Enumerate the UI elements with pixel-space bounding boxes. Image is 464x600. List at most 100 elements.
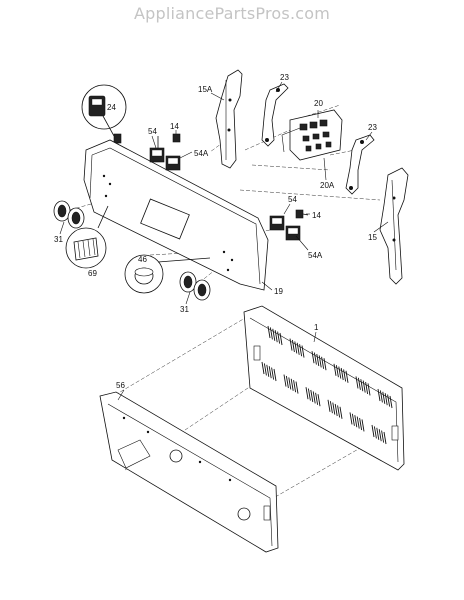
label-54-upper: 54: [148, 127, 157, 136]
vent-slot: [354, 415, 358, 428]
vent-slot: [343, 369, 347, 382]
vent-slot: [293, 380, 297, 393]
label-14-upper: 14: [170, 122, 179, 131]
label-31-left: 31: [54, 235, 63, 244]
vent-slot: [307, 388, 311, 401]
vent-slot: [382, 391, 386, 404]
label-20A: 20A: [320, 181, 335, 190]
vent-slot: [349, 412, 353, 425]
label-15: 15: [368, 233, 377, 242]
rear-panel-1: [243, 305, 405, 471]
infinite-switch-54-upper: [149, 136, 165, 163]
vent-slot: [316, 353, 320, 367]
vent-slot: [311, 351, 315, 364]
vent-slot: [279, 332, 283, 346]
vent-slot: [299, 344, 303, 357]
side-bracket-15: [379, 167, 409, 285]
vent-slot: [355, 376, 359, 389]
vent-slot: [321, 356, 325, 369]
vent-slot: [345, 370, 349, 383]
vent-slot: [339, 406, 343, 419]
vent-slot: [274, 330, 278, 343]
label-23-lower: 23: [368, 123, 377, 132]
label-54-lower: 54: [288, 195, 297, 204]
vent-slot: [365, 381, 369, 395]
vent-slot: [360, 379, 364, 392]
vent-slot: [269, 327, 273, 340]
label-1: 1: [314, 323, 319, 332]
vent-slot: [296, 342, 300, 355]
vent-slot: [362, 380, 366, 393]
vent-slot: [285, 375, 289, 389]
vent-slot: [267, 325, 271, 339]
side-bracket-15A: [215, 69, 243, 169]
label-54A-lower: 54A: [308, 251, 323, 260]
vent-slot: [379, 390, 383, 403]
vent-slot: [338, 366, 342, 379]
vent-slot: [356, 416, 360, 429]
vent-slot: [318, 355, 322, 368]
label-24: 24: [107, 103, 116, 112]
label-14-lower: 14: [312, 211, 321, 220]
vent-slot: [305, 387, 309, 400]
label-20: 20: [314, 99, 323, 108]
vent-slot: [378, 429, 382, 442]
label-23-upper: 23: [280, 73, 289, 82]
vent-slot: [289, 338, 293, 351]
control-board-20: [281, 109, 343, 161]
vent-slot: [277, 331, 281, 344]
switch-24: [81, 84, 127, 144]
control-panel-19: [83, 139, 269, 291]
label-19: 19: [274, 287, 283, 296]
vent-slot: [359, 417, 363, 431]
vent-slot: [351, 413, 355, 426]
vent-slot: [367, 383, 371, 396]
button-46: [124, 254, 211, 294]
vent-slot: [317, 394, 321, 407]
knob-spring-69: [65, 205, 109, 269]
vent-slot: [271, 367, 275, 380]
vent-slot: [301, 345, 305, 358]
part-labels: 24 54 14 54A 15A 23 20 23 20A 54 14 54A …: [54, 73, 377, 390]
vent-slot: [377, 388, 381, 402]
vent-slot: [361, 419, 365, 432]
vent-slot: [266, 364, 270, 377]
hinge-bracket-23-upper: [261, 83, 289, 147]
knobs-31-left: [53, 200, 85, 229]
vent-slot: [315, 392, 319, 405]
label-46: 46: [138, 255, 147, 264]
vent-slot: [290, 378, 294, 391]
vent-slot: [389, 395, 393, 409]
label-56: 56: [116, 381, 125, 390]
watermark: AppliancePartsPros.com: [133, 4, 331, 23]
label-54A-upper: 54A: [194, 149, 209, 158]
clip-14-upper: [172, 133, 181, 143]
vent-slot: [263, 363, 267, 376]
infinite-switch-54A-upper: [165, 155, 181, 171]
vent-slot: [261, 361, 265, 375]
clip-14-lower: [295, 209, 309, 219]
vent-slot: [376, 427, 380, 440]
vent-slot: [294, 341, 298, 354]
vent-slot: [312, 391, 316, 404]
lower-back-panel-56: [99, 391, 279, 553]
vent-slot: [332, 402, 336, 415]
vent-slot: [323, 358, 327, 371]
label-31-right: 31: [180, 305, 189, 314]
vent-slot: [357, 377, 361, 390]
vent-slot: [335, 365, 339, 378]
vent-slot: [383, 431, 387, 445]
label-leaders: [59, 81, 389, 401]
vent-slot: [373, 426, 377, 439]
vent-slot: [387, 394, 391, 407]
vent-slot: [288, 377, 292, 390]
vent-slot: [333, 363, 337, 376]
knobs-31-right: [179, 271, 211, 301]
infinite-switch-54-lower: [269, 215, 285, 231]
hinge-bracket-23-lower: [345, 134, 375, 195]
vent-slot: [381, 430, 385, 443]
label-15A: 15A: [198, 85, 213, 94]
vent-slot: [371, 424, 375, 438]
vent-slot: [310, 389, 314, 403]
label-69: 69: [88, 269, 97, 278]
